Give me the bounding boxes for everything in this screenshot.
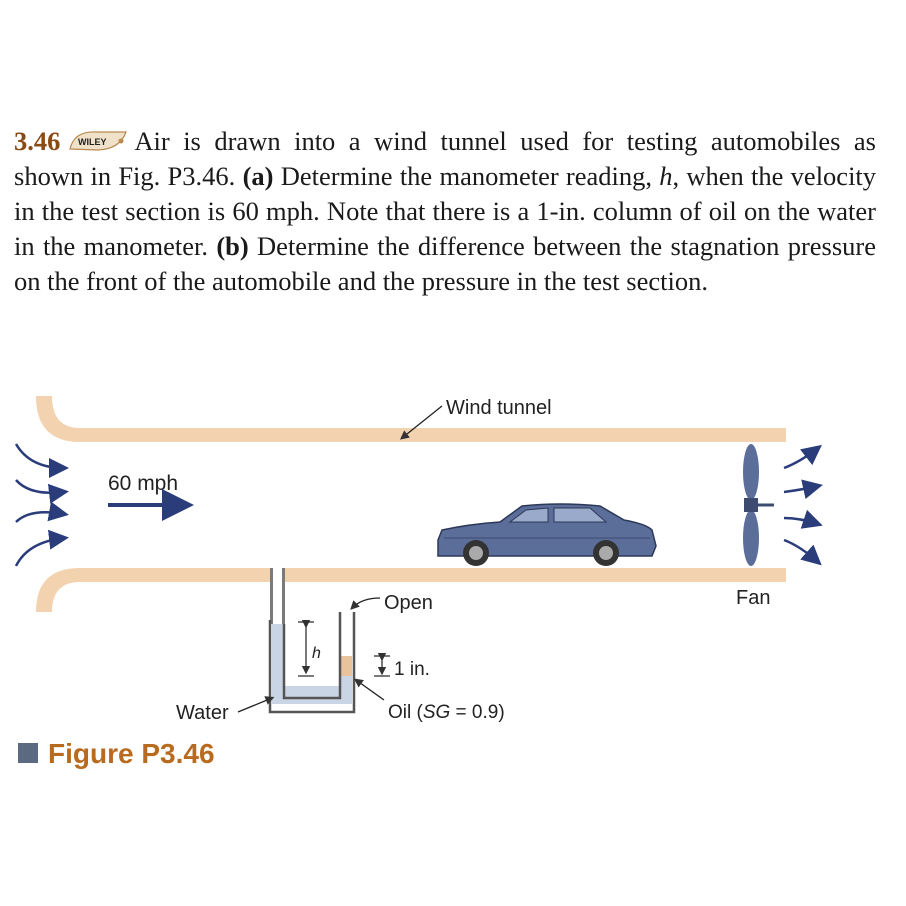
- logo-text: WILEY: [78, 137, 107, 147]
- h-dimension: h: [298, 620, 321, 677]
- fan-icon: [743, 444, 774, 566]
- one-inch-label: 1 in.: [394, 659, 430, 680]
- water-label: Water: [176, 702, 229, 724]
- outlet-flow-arrows: [783, 444, 823, 566]
- manometer-tube-outline: [268, 612, 356, 714]
- tap-tube-left-wall: [270, 568, 273, 624]
- text-part-1: Air is drawn into a wind tunnel used for…: [14, 126, 876, 191]
- inlet-flow-arrows: [14, 443, 69, 567]
- fan-label: Fan: [736, 587, 770, 609]
- water-left-leg: [272, 624, 284, 704]
- oil-label: Oil (SG = 0.9): [388, 702, 505, 723]
- caption-text: Figure P3.46: [48, 738, 215, 769]
- wind-tunnel-figure: h 1 in. Open Water Oil (SG = 0.9) Wind t…: [14, 396, 823, 724]
- open-label: Open: [384, 592, 433, 614]
- tunnel-top-wall: [36, 396, 786, 442]
- water-right-leg: [340, 676, 352, 704]
- manometer: [268, 612, 356, 714]
- problem-number: 3.46: [14, 126, 61, 156]
- open-leader: [350, 597, 381, 610]
- figure-caption: Figure P3.46: [18, 738, 215, 770]
- caption-square-icon: [18, 743, 38, 763]
- part-b-label: (b): [216, 231, 249, 261]
- oil-leader: [353, 678, 385, 701]
- wind-tunnel-label: Wind tunnel: [446, 397, 552, 419]
- text-part-2: Determine the manometer reading,: [280, 161, 652, 191]
- h-variable: h: [659, 161, 673, 191]
- part-a-label: (a): [242, 161, 274, 191]
- tap-tube-right-wall: [282, 568, 285, 624]
- h-label: h: [312, 645, 321, 662]
- tunnel-bottom-wall-right: [284, 568, 786, 582]
- oil-thickness-dimension: 1 in.: [374, 653, 430, 680]
- wiley-logo-icon: WILEY: [69, 131, 128, 151]
- text-part-3: , when the velocity in the test section …: [14, 161, 877, 261]
- wind-tunnel-leader: [399, 405, 443, 440]
- speed-label: 60 mph: [108, 472, 178, 495]
- text-part-4: Determine the difference between the sta…: [14, 231, 876, 296]
- water-leader: [237, 696, 275, 713]
- oil-column: [340, 656, 352, 676]
- water-bottom: [272, 686, 352, 704]
- car-icon: [437, 503, 657, 566]
- tunnel-bottom-wall-left: [36, 568, 270, 612]
